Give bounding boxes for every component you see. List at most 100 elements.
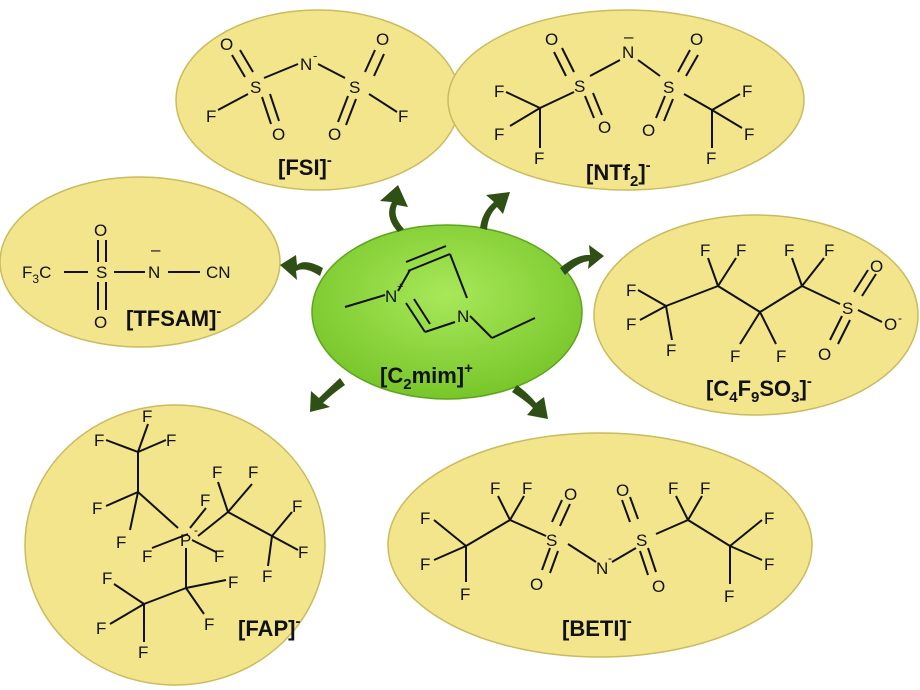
c4f9so3-atom-f4: F <box>700 241 710 260</box>
arrow-to-c4f9so3 <box>560 245 604 275</box>
fsi-atom-o4: O <box>328 125 341 144</box>
arrow-to-fap <box>310 378 345 412</box>
beti-atom-f8: F <box>764 509 774 528</box>
beti-atom-s1: S <box>546 531 557 550</box>
ntf2-atom-o4: O <box>642 121 655 140</box>
tfsam-ellipse <box>0 176 281 348</box>
arrow-to-ntf2 <box>480 192 510 230</box>
ntf2-atom-o3: O <box>690 30 703 49</box>
beti-ellipse <box>387 432 813 658</box>
tfsam-atom-cf3: F3C <box>22 263 51 286</box>
fap-atom-f17: F <box>96 619 106 638</box>
ntf2-atom-s2: S <box>663 78 674 97</box>
c4f9so3-atom-f8: F <box>784 241 794 260</box>
cation-structure: N + N <box>344 245 536 339</box>
c4f9so3-atom-o3: O <box>884 315 897 334</box>
beti-atom-n: N <box>596 559 608 578</box>
beti-atom-f1: F <box>420 509 430 528</box>
cation-atom-n: N <box>457 307 469 326</box>
fap-atom-f7: F <box>200 491 210 510</box>
c4f9so3-atom-f1: F <box>626 281 636 300</box>
tfsam-label: [TFSAM]- <box>126 303 221 331</box>
fap-structure: P - F F F F F F F F F F F F F F F F F F <box>92 407 308 662</box>
ntf2-atom-f5: F <box>744 125 754 144</box>
fap-atom-f12: F <box>298 543 308 562</box>
beti-structure: F F F F F S O O N - S O O F F F F F <box>420 479 774 606</box>
fsi-atom-f1: F <box>206 107 216 126</box>
c4f9so3-atom-f9: F <box>824 241 834 260</box>
fsi-atom-s2: S <box>349 78 360 97</box>
c4f9so3-atom-o2: O <box>818 345 831 364</box>
ntf2-structure: O S O F F F N – S O O F F F <box>494 27 754 168</box>
fap-atom-f8: F <box>214 547 224 566</box>
ntf2-atom-n: N <box>622 43 634 62</box>
fsi-atom-n-charge: - <box>313 48 317 63</box>
fap-atom-f10: F <box>248 463 258 482</box>
fsi-label: [FSI]- <box>278 152 332 180</box>
c4f9so3-atom-f2: F <box>626 315 636 334</box>
arrow-to-tfsam <box>280 255 323 280</box>
beti-atom-f7: F <box>700 479 710 498</box>
c4f9so3-structure: F F F F F F F F F S O O O - <box>626 241 902 366</box>
ntf2-atom-f3: F <box>534 149 544 168</box>
tfsam-atom-s: S <box>96 263 107 282</box>
fsi-atom-n: N <box>300 55 312 74</box>
ntf2-atom-n-charge: – <box>624 27 634 46</box>
cation-atom-nplus: N <box>385 287 397 306</box>
beti-atom-s2: S <box>636 531 647 550</box>
fsi-atom-f2: F <box>398 107 408 126</box>
c4f9so3-atom-s: S <box>842 299 853 318</box>
ntf2-ellipse <box>447 9 805 191</box>
fap-atom-f14: F <box>228 573 238 592</box>
fap-atom-f3: F <box>166 431 176 450</box>
beti-atom-o1: O <box>564 485 577 504</box>
c4f9so3-atom-o3-charge: - <box>898 311 902 325</box>
c4f9so3-atom-f6: F <box>730 347 740 366</box>
tfsam-atom-n-charge: – <box>151 240 161 259</box>
ntf2-atom-f1: F <box>494 82 504 101</box>
fsi-atom-o3: O <box>376 30 389 49</box>
beti-atom-f9: F <box>764 555 774 574</box>
ntf2-label: [NTf2]- <box>586 157 651 190</box>
ntf2-atom-o1: O <box>545 30 558 49</box>
beti-atom-o2: O <box>530 575 543 594</box>
fap-ellipse <box>24 404 326 686</box>
cation-ellipse <box>311 224 583 400</box>
beti-atom-o4: O <box>652 577 665 596</box>
tfsam-atom-n: N <box>148 263 160 282</box>
tfsam-atom-o2: O <box>94 313 107 332</box>
fap-atom-f18: F <box>138 643 148 662</box>
beti-atom-o3: O <box>616 481 629 500</box>
fsi-atom-o1: O <box>220 35 233 54</box>
fap-atom-f16: F <box>102 569 112 588</box>
fap-atom-f6: F <box>142 547 152 566</box>
ntf2-atom-s1: S <box>574 77 585 96</box>
fsi-structure: O S F O N - S O O F <box>206 30 408 144</box>
beti-atom-f3: F <box>460 585 470 604</box>
ntf2-atom-f2: F <box>494 125 504 144</box>
c4f9so3-atom-f5: F <box>736 241 746 260</box>
arrow-to-fsi <box>380 185 408 232</box>
beti-atom-f10: F <box>724 587 734 606</box>
fap-atom-p-charge: - <box>194 523 198 537</box>
ntf2-atom-o2: O <box>598 118 611 137</box>
cation-atom-nplus-charge: + <box>397 281 403 293</box>
fap-atom-f13: F <box>262 567 272 586</box>
fap-atom-f15: F <box>204 615 214 634</box>
fap-atom-f1: F <box>94 431 104 450</box>
fap-atom-f4: F <box>92 499 102 518</box>
beti-atom-f5: F <box>522 479 532 498</box>
fap-atom-f9: F <box>212 463 222 482</box>
fap-label: [FAP]- <box>238 613 300 641</box>
fap-atom-f2: F <box>142 407 152 426</box>
fap-atom-f5: F <box>116 533 126 552</box>
beti-label: [BETI]- <box>562 613 632 641</box>
beti-atom-n-charge: - <box>608 551 612 565</box>
fap-atom-f11: F <box>292 497 302 516</box>
cation-label: [C2mim]+ <box>380 360 473 393</box>
fsi-atom-s1: S <box>250 78 261 97</box>
beti-atom-f4: F <box>490 479 500 498</box>
c4f9so3-atom-f3: F <box>666 341 676 360</box>
tfsam-atom-cn: CN <box>206 263 231 282</box>
